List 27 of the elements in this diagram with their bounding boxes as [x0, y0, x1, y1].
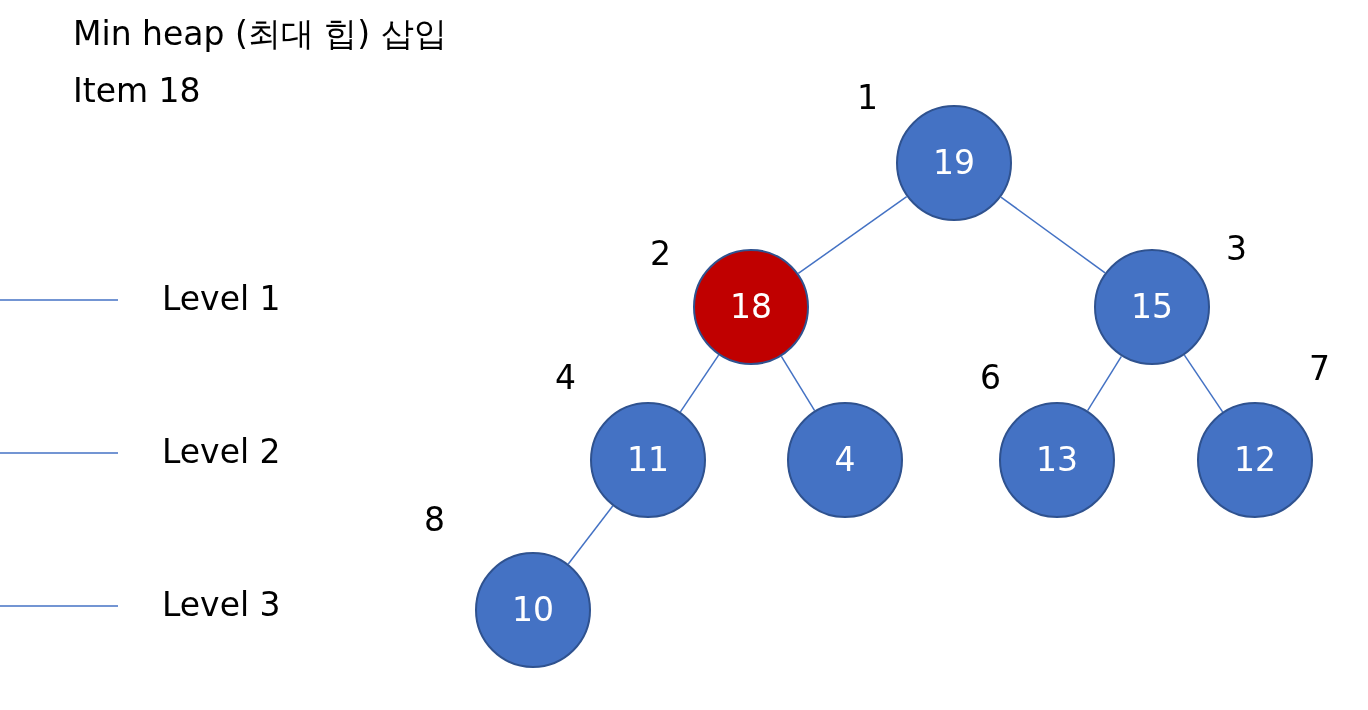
- tree-edge: [797, 195, 908, 275]
- index-number: 7: [1309, 349, 1330, 389]
- node-value: 12: [1234, 440, 1276, 480]
- subtitle: Item 18: [73, 71, 201, 111]
- tree-edge: [1000, 196, 1106, 274]
- tree-edge: [1183, 354, 1224, 413]
- level-label: Level 1: [162, 279, 281, 319]
- level-label: Level 2: [162, 432, 281, 472]
- index-number: 8: [424, 500, 445, 540]
- tree-edge: [567, 505, 614, 565]
- node-value: 15: [1131, 287, 1173, 327]
- node-value: 19: [933, 143, 975, 183]
- index-number: 4: [555, 358, 576, 398]
- node-value: 10: [512, 590, 554, 630]
- index-number: 1: [857, 78, 878, 118]
- node-value: 13: [1036, 440, 1078, 480]
- index-number: 2: [650, 234, 671, 274]
- title: Min heap (최대 힙) 삽입: [73, 14, 447, 54]
- tree-edge: [780, 355, 816, 412]
- node-value: 4: [834, 440, 856, 480]
- level-label: Level 3: [162, 585, 281, 625]
- tree-edge: [679, 354, 720, 413]
- tree-edge: [1086, 355, 1123, 412]
- index-number: 3: [1226, 229, 1247, 269]
- node-value: 11: [627, 440, 669, 480]
- index-number: 6: [980, 358, 1001, 398]
- node-value: 18: [730, 287, 772, 327]
